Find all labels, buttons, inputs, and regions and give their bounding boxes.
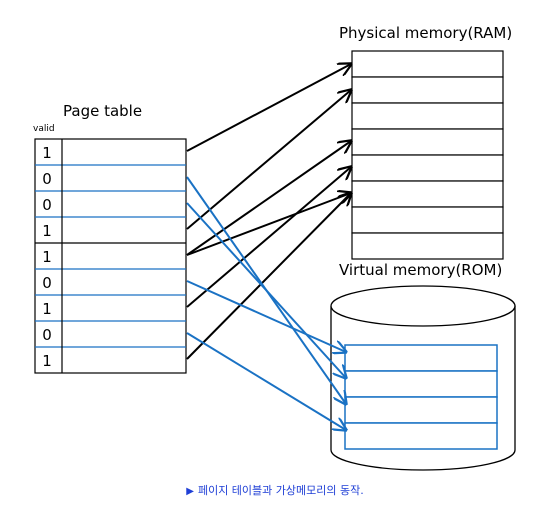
- physical-memory-title: Physical memory(RAM): [339, 24, 512, 42]
- caption-text: 페이지 테이블과 가상메모리의 동작.: [197, 484, 364, 497]
- mapping-arrows: [186, 64, 351, 430]
- virtual-mapping-arrow: [186, 202, 346, 378]
- physical-mapping-arrow: [186, 141, 351, 256]
- physical-frame: [351, 128, 504, 156]
- virtual-memory: [344, 344, 498, 450]
- physical-mapping-arrow: [186, 64, 351, 152]
- virtual-page-slot: [344, 344, 498, 372]
- valid-bit: 1: [42, 352, 52, 370]
- valid-bit: 1: [42, 300, 52, 318]
- page-table-frame: [34, 138, 187, 374]
- page-table: 1 0 0 1 1 0 1 0 1: [34, 138, 187, 374]
- virtual-page-slot: [344, 396, 498, 424]
- physical-frame: [351, 232, 504, 260]
- physical-memory: [351, 50, 504, 260]
- physical-frame: [351, 180, 504, 208]
- page-table-title: Page table: [63, 102, 142, 120]
- physical-frame: [351, 206, 504, 234]
- valid-column-header: valid: [33, 124, 55, 134]
- caption-marker-icon: ▶: [186, 486, 194, 497]
- figure-caption: ▶페이지 테이블과 가상메모리의 동작.: [0, 482, 550, 498]
- physical-mapping-arrow: [186, 167, 351, 308]
- valid-bit: 0: [42, 196, 52, 214]
- valid-bit: 1: [42, 144, 52, 162]
- physical-mapping-arrow: [186, 193, 351, 256]
- physical-frame: [351, 76, 504, 104]
- physical-frame: [351, 154, 504, 182]
- virtual-memory-title: Virtual memory(ROM): [339, 261, 502, 279]
- valid-bit: 1: [42, 248, 52, 266]
- physical-frame: [351, 50, 504, 78]
- virtual-mapping-arrow: [186, 332, 346, 430]
- physical-mapping-arrow: [186, 193, 351, 360]
- valid-bit: 0: [42, 274, 52, 292]
- valid-bit: 1: [42, 222, 52, 240]
- virtual-page-slot: [344, 370, 498, 398]
- physical-mapping-arrow: [186, 90, 351, 230]
- valid-bit: 0: [42, 326, 52, 344]
- virtual-page-slot: [344, 422, 498, 450]
- virtual-mapping-arrow: [186, 280, 346, 352]
- physical-frame: [351, 102, 504, 130]
- valid-bit: 0: [42, 170, 52, 188]
